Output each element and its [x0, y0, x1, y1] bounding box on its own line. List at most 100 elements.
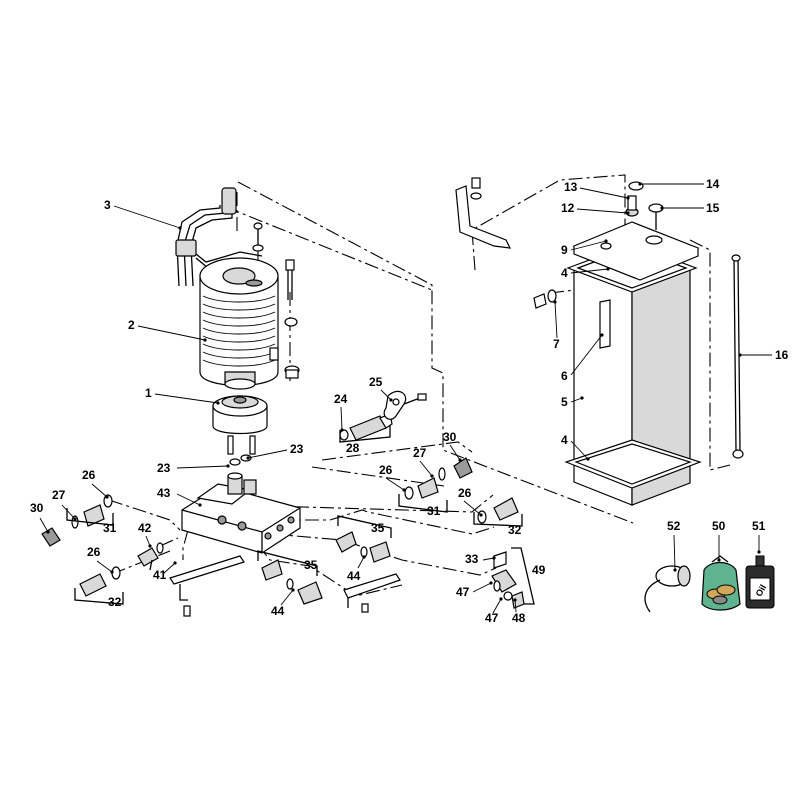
mounting-bracket — [169, 555, 245, 617]
leader-line — [570, 240, 607, 251]
part-number-label: 13 — [564, 180, 578, 194]
leader-dot — [513, 598, 517, 602]
leader-line — [570, 397, 583, 403]
leader-line — [570, 268, 609, 274]
leader-dot — [362, 555, 366, 559]
leader-line — [492, 598, 502, 614]
assembly-number-label: 32 — [508, 523, 522, 537]
part-number-label: 30 — [443, 430, 457, 444]
tie-rod — [731, 254, 744, 459]
part-number-label: 12 — [561, 201, 575, 215]
assembly-bracket-line — [398, 494, 448, 513]
leader-dot — [203, 338, 207, 342]
part-number-label: 15 — [706, 201, 720, 215]
leader-line — [113, 205, 181, 229]
bracket-b31a: 31 — [66, 508, 117, 535]
bracket-b31b: 31 — [398, 494, 448, 518]
leader-line — [137, 325, 206, 341]
callout-c4a: 4 — [561, 266, 610, 280]
callout-c30b: 30 — [443, 430, 462, 462]
callout-c5: 5 — [561, 395, 584, 409]
leader-dot — [580, 396, 584, 400]
callout-c2: 2 — [128, 318, 207, 342]
leader-line — [673, 534, 676, 571]
callout-c26a: 26 — [82, 468, 109, 499]
part-number-label: 24 — [334, 392, 348, 406]
leader-line — [145, 535, 151, 547]
leader-dot — [604, 239, 608, 243]
leader-dot — [389, 398, 393, 402]
leader-dot — [148, 544, 152, 548]
assembly-number-label: 28 — [346, 441, 360, 455]
part-number-label: 48 — [512, 611, 526, 625]
leader-dot — [738, 353, 742, 357]
check-valve-fitting — [339, 390, 427, 441]
oil-bottle: Oil — [745, 555, 775, 609]
leader-line — [61, 504, 76, 520]
leader-dot — [492, 556, 496, 560]
bracket-b35b: 35 — [257, 550, 318, 576]
assembly-bracket-line — [337, 515, 392, 538]
callout-c48: 48 — [512, 598, 526, 625]
callout-c43: 43 — [157, 486, 202, 507]
part-number-label: 23 — [157, 461, 171, 475]
part-number-label: 26 — [379, 463, 393, 477]
callout-c13: 13 — [564, 180, 630, 200]
part-number-label: 9 — [561, 243, 568, 257]
valve-block — [181, 454, 301, 554]
assembly-bracket-line — [339, 425, 391, 443]
leader-dot — [638, 182, 642, 186]
callout-c23a: 23 — [246, 442, 304, 460]
leader-line — [554, 301, 558, 339]
bracket-b35a: 35 — [337, 515, 392, 538]
leader-dot — [402, 488, 406, 492]
assembly-number-label: 32 — [108, 595, 122, 609]
leader-dot — [73, 517, 77, 521]
callout-c27a: 27 — [52, 488, 77, 521]
leader-line — [576, 208, 629, 214]
callout-c50: 50 — [712, 519, 726, 562]
assembly-number-label: 31 — [427, 504, 441, 518]
leader-dot — [606, 267, 610, 271]
part-number-label: 3 — [104, 198, 111, 212]
part-number-label: 44 — [347, 569, 361, 583]
callout-c25: 25 — [369, 375, 393, 402]
middle-fittings — [404, 457, 519, 524]
part-number-label: 26 — [82, 468, 96, 482]
callout-c4b: 4 — [561, 433, 590, 461]
assembly-bracket-line — [511, 547, 535, 605]
callout-c6: 6 — [561, 333, 604, 383]
callout-c26b: 26 — [87, 545, 114, 574]
leader-dot — [105, 495, 109, 499]
part-number-label: 47 — [456, 585, 470, 599]
left-fittings — [41, 494, 164, 597]
part-number-label: 2 — [128, 318, 135, 332]
callout-c30a: 30 — [30, 501, 50, 534]
leader-line — [570, 440, 589, 460]
leader-line — [570, 334, 603, 376]
leader-line — [514, 599, 517, 613]
part-number-label: 4 — [561, 433, 568, 447]
leader-line — [176, 493, 201, 506]
leader-dot — [626, 211, 630, 215]
leader-line — [96, 560, 113, 573]
leader-dot — [46, 530, 50, 534]
part-number-label: 44 — [271, 604, 285, 618]
leader-dot — [216, 401, 220, 405]
part-number-label: 4 — [561, 266, 568, 280]
leader-dot — [489, 581, 493, 585]
part-number-label: 14 — [706, 177, 720, 191]
part-number-label: 41 — [153, 568, 167, 582]
part-number-label: 25 — [369, 375, 383, 389]
callout-c52: 52 — [667, 519, 681, 572]
part-number-label: 23 — [290, 442, 304, 456]
leader-line — [449, 444, 461, 461]
part-number-label: 30 — [30, 501, 44, 515]
leader-dot — [458, 458, 462, 462]
leader-line — [91, 483, 108, 498]
part-number-label: 16 — [775, 348, 789, 362]
callout-c44a: 44 — [347, 555, 366, 583]
part-number-label: 6 — [561, 369, 568, 383]
assembly-bracket-line — [257, 550, 318, 576]
